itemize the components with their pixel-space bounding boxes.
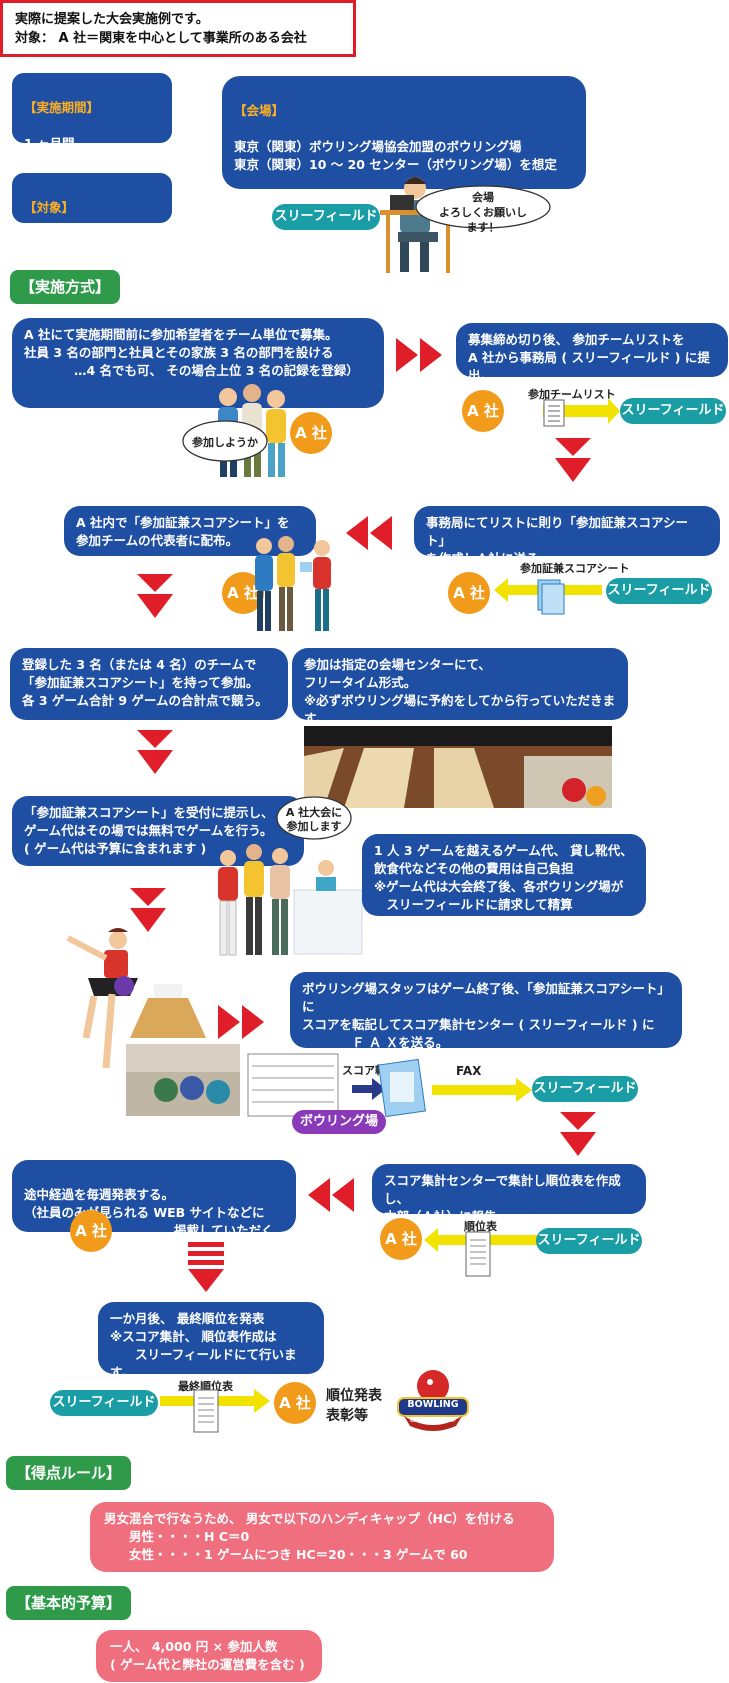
section-scoring-title: 【得点ルール】 — [6, 1456, 132, 1490]
down-arrow-1 — [555, 438, 591, 482]
speech-bubble-venue — [415, 185, 551, 229]
intro-line2: 対象： A 社＝関東を中心として事業所のある会社 — [15, 31, 307, 46]
double-arrow-right-icon-2 — [218, 1005, 264, 1039]
asha-badge-1: A 社 — [290, 412, 332, 454]
label-ranking: 順位表 — [464, 1220, 497, 1233]
speech-bubble-tournament — [276, 796, 352, 840]
asha-badge-3: A 社 — [448, 572, 490, 614]
label-team-list: 参加チームリスト — [528, 388, 616, 401]
bowler-illustration — [66, 928, 206, 1069]
target-box: 【対象】 A 社全社員 ( 参加自由 ) — [12, 173, 172, 269]
doc-arrow-right — [543, 398, 620, 427]
bowling-lanes-photo — [304, 726, 612, 808]
section-budget-title: 【基本的予算】 — [6, 1586, 132, 1620]
step2-box: 募集締め切り後、 参加チームリストを A 社から事務局 ( スリーフィールド )… — [456, 323, 728, 383]
sf-label-fax: スリーフィールド — [532, 1076, 638, 1102]
doc-arrow-left — [494, 578, 602, 615]
down-arrow-3 — [137, 730, 173, 774]
badge-bowling-text: BOWLING — [407, 1399, 459, 1410]
scoring-box: 男女混合で行なうため、 男女で以下のハンディキャップ（HC）を付ける 男性・・・… — [90, 1502, 554, 1572]
step7-box: ボウリング場スタッフはゲーム終了後、「参加証兼スコアシート」に スコアを転記して… — [290, 972, 682, 1068]
section-method-title: 【実施方式】 — [10, 270, 121, 304]
down-arrow-5 — [560, 1112, 596, 1156]
sf-label-3: スリーフィールド — [606, 578, 712, 604]
intro-note: 実際に提案した大会実施例です。 対象： A 社＝関東を中心として事業所のある会社 — [0, 0, 356, 57]
step1-box: A 社にて実施期間前に参加希望者をチーム単位で募集。 社員 3 名の部門と社員と… — [12, 318, 384, 408]
speech-join-text: 参加しようか — [192, 436, 258, 449]
fax-arrow — [432, 1078, 532, 1102]
double-arrow-right-icon — [396, 338, 442, 372]
sf-label-10: スリーフィールド — [50, 1390, 158, 1416]
fax-doc-icon — [378, 1058, 426, 1118]
label-final-ranking: 最終順位表 — [178, 1380, 233, 1393]
label-announce: 順位発表 表彰等 — [326, 1388, 382, 1424]
asha-badge-9: A 社 — [70, 1210, 112, 1252]
sf-label-venue: スリーフィールド — [272, 204, 380, 230]
ranking-arrow-left — [424, 1228, 538, 1277]
label-fax: FAX — [456, 1064, 482, 1078]
asha-badge-8: A 社 — [380, 1218, 422, 1260]
striped-down-arrow — [188, 1242, 224, 1292]
down-arrow-4 — [130, 888, 166, 932]
step5b-box: 参加は指定の会場センターにて、 フリータイム形式。 ※必ずボウリング場に予約をし… — [292, 648, 628, 726]
intro-line1: 実際に提案した大会実施例です。 — [15, 12, 209, 27]
label-score-sheet: 参加証兼スコアシート — [520, 562, 630, 575]
speech-bubble-join — [182, 420, 268, 462]
asha-badge-2: A 社 — [462, 390, 504, 432]
budget-box: 一人、 4,000 円 × 参加人数 ( ゲーム代と弊社の運営費を含む ) — [96, 1630, 322, 1682]
step10-box: 一か月後、 最終順位を発表 ※スコア集計、 順位表作成は スリーフィールドにて行… — [98, 1302, 324, 1380]
double-arrow-left-icon — [346, 516, 392, 550]
badge-champion-text: CHAMPION SHIP — [410, 1418, 456, 1424]
bowling-alley-label: ボウリング場 — [292, 1110, 386, 1134]
sf-label-2: スリーフィールド — [620, 398, 726, 424]
period-box: 【実施期間】 1 ヶ月間 （準備期間は 1~2 ヶ月） — [12, 73, 172, 187]
target-title: 【対象】 — [24, 200, 75, 215]
score-sheet-doc — [247, 1053, 339, 1117]
asha-badge-10: A 社 — [274, 1382, 316, 1424]
step5-box: 登録した 3 名（または 4 名）のチームで 「参加証兼スコアシート」を持って参… — [10, 648, 288, 720]
down-arrow-2 — [137, 574, 173, 618]
target-body: A 社全社員 ( 参加自由 ) — [24, 236, 153, 269]
double-arrow-left-icon-2 — [308, 1178, 354, 1212]
reception-people-icon — [218, 844, 363, 956]
final-arrow — [160, 1389, 270, 1433]
step9-text: 途中経過を毎週発表する。 （社員のみが見られる WEB サイトなどに 掲載してい… — [24, 1187, 274, 1256]
step8-box: スコア集計センターで集計し順位表を作成し、 本部（Ａ社）に報告。 — [372, 1164, 646, 1224]
period-title: 【実施期間】 — [24, 100, 100, 115]
ball-return-photo — [126, 1044, 240, 1116]
step4-box: A 社内で「参加証兼スコアシート」を 参加チームの代表者に配布。 — [64, 506, 316, 556]
step9-box: 途中経過を毎週発表する。 （社員のみが見られる WEB サイトなどに 掲載してい… — [12, 1160, 296, 1256]
bowling-championship-badge-icon — [397, 1370, 469, 1431]
sf-label-8: スリーフィールド — [536, 1228, 642, 1254]
venue-title: 【会場】 — [234, 103, 285, 118]
step3-box: 事務局にてリストに則り「参加証兼スコアシート」 を作成しＡ社に送る。 — [414, 506, 720, 566]
step6b-box: 1 人 3 ゲームを越えるゲーム代、 貸し靴代、 飲食代などその他の費用は自己負… — [362, 834, 646, 916]
speech-tournament-text: A 社大会に 参加します — [285, 806, 343, 833]
speech-venue-text: 会場 よろしくお願いします！ — [439, 191, 527, 234]
people-handoff-icon — [255, 536, 331, 631]
arrow-transcribe — [352, 1078, 386, 1100]
